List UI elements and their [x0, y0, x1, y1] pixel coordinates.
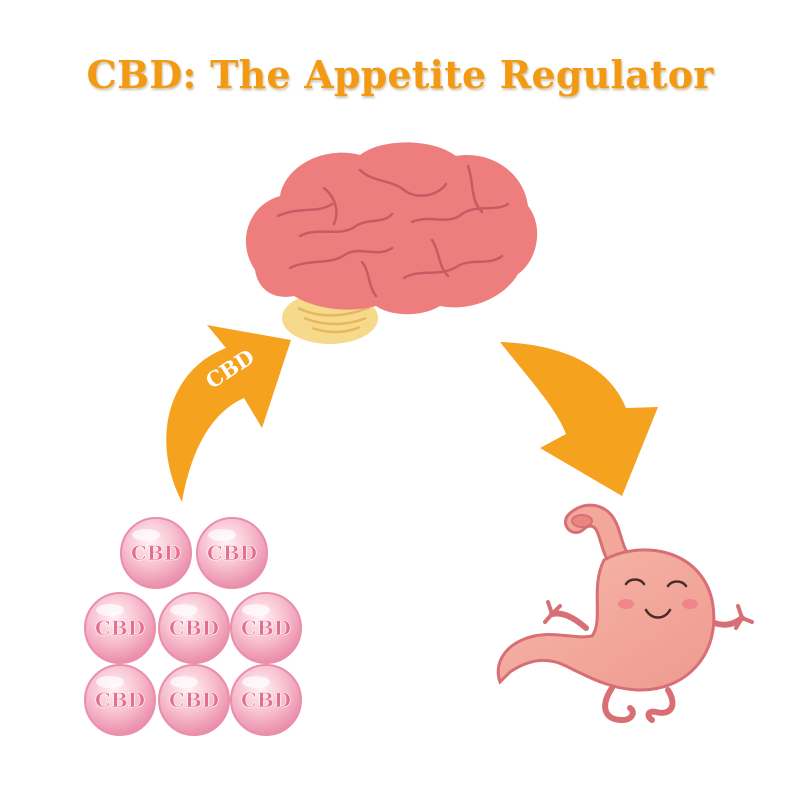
capsule-label: CBD — [207, 541, 257, 565]
cbd-capsule-icon: CBD — [158, 592, 230, 664]
capsule-shine — [96, 604, 124, 616]
capsule-shine — [96, 676, 124, 688]
capsule-label: CBD — [169, 616, 219, 640]
stomach-smile — [644, 608, 672, 619]
capsule-label: CBD — [95, 688, 145, 712]
stomach-left-leg — [602, 685, 636, 724]
stomach-icon — [496, 503, 754, 724]
capsule-shine — [170, 604, 198, 616]
capsule-label: CBD — [241, 616, 291, 640]
curved-arrow-up-icon — [166, 325, 291, 502]
stomach-left-eye — [624, 578, 646, 586]
esophagus-opening — [571, 514, 593, 528]
capsule-label: CBD — [95, 616, 145, 640]
capsule-label: CBD — [169, 688, 219, 712]
capsule-shine — [242, 676, 270, 688]
cbd-capsule-icon: CBD — [158, 664, 230, 736]
capsule-shine — [208, 529, 236, 541]
page-title: CBD: The Appetite Regulator — [86, 52, 714, 97]
capsule-label: CBD — [241, 688, 291, 712]
cbd-capsule-stack: CBD CBD CBD CBD CBD CBD CBD CBD — [84, 517, 302, 736]
capsule-shine — [242, 604, 270, 616]
cbd-capsule-icon: CBD — [230, 592, 302, 664]
cerebellum-folds — [297, 305, 371, 334]
cbd-capsule-icon: CBD — [120, 517, 192, 589]
stomach-left-cheek — [618, 599, 634, 609]
brain-folds — [276, 164, 510, 298]
brain-icon — [245, 142, 538, 344]
stomach-right-eye — [666, 580, 688, 588]
cbd-capsule-icon: CBD — [84, 592, 156, 664]
stomach-left-arm — [549, 610, 589, 631]
stomach-body — [496, 548, 716, 692]
arrow-to-stomach — [500, 342, 658, 496]
cbd-capsule-icon: CBD — [196, 517, 268, 589]
curved-arrow-down-icon — [500, 342, 658, 496]
capsule-shine — [170, 676, 198, 688]
capsule-shine — [132, 529, 160, 541]
cbd-capsule-icon: CBD — [230, 664, 302, 736]
stomach-right-cheek — [682, 599, 698, 609]
stomach-right-leg — [645, 687, 676, 723]
cbd-capsule-icon: CBD — [84, 664, 156, 736]
stomach-left-hand — [543, 600, 562, 624]
arrow-to-brain: CBD — [166, 325, 291, 502]
capsule-label: CBD — [131, 541, 181, 565]
stomach-right-hand — [734, 604, 754, 630]
cerebrum — [245, 142, 538, 315]
